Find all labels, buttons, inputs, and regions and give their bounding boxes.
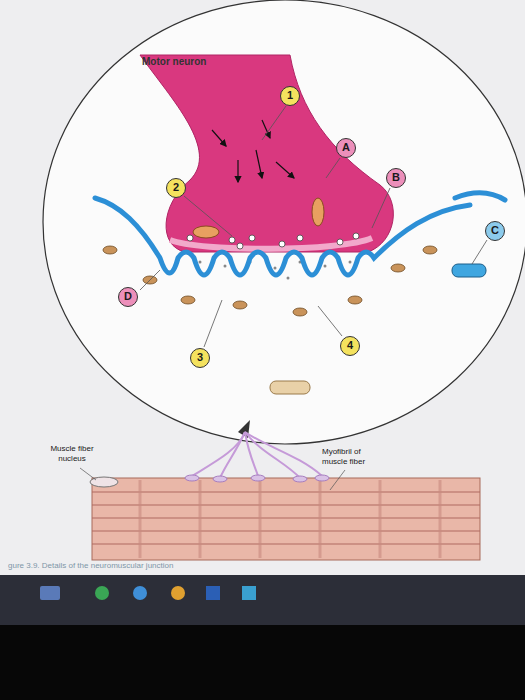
part-name: Myofibril of muscle fiber: [322, 447, 384, 467]
part-name: Motor neuron: [142, 56, 206, 67]
callout-number: 3: [190, 348, 210, 368]
callout-letter: C: [485, 221, 505, 241]
callout-number: 2: [166, 178, 186, 198]
callout-number: 4: [340, 336, 360, 356]
callout-letter: D: [118, 287, 138, 307]
callout-letter: A: [336, 138, 356, 158]
figure-caption: gure 3.9. Details of the neuromuscular j…: [8, 561, 173, 570]
callout-letter: B: [386, 168, 406, 188]
part-name: Muscle fiber nucleus: [50, 444, 94, 464]
callout-number: 1: [280, 86, 300, 106]
